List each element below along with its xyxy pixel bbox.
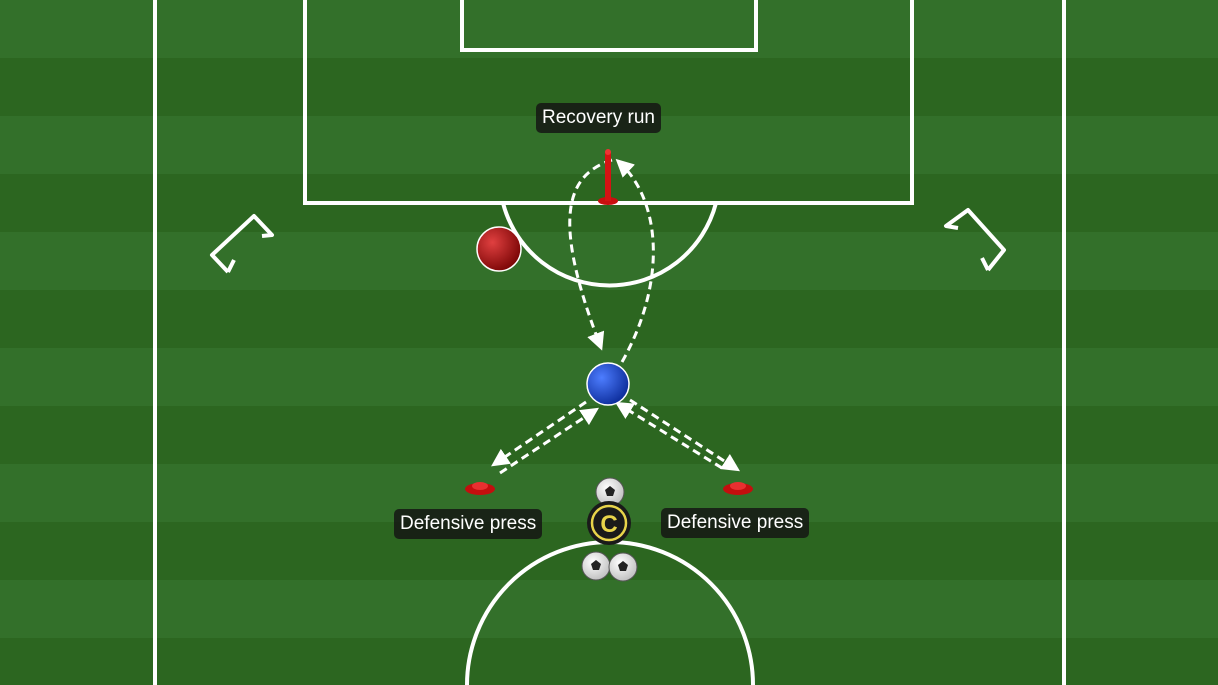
press-left-back-arrow: [499, 407, 600, 475]
cone-icon-left: [465, 482, 495, 495]
recovery-run-out-arrow: [568, 158, 613, 351]
press-right-out-arrow: [629, 398, 741, 472]
ball-icon-bottom-right: [608, 552, 638, 582]
recovery-run-back-arrow: [615, 158, 655, 363]
press-left-out-arrow: [491, 400, 587, 467]
cone-icon-right: [723, 482, 753, 495]
pole-icon: [598, 149, 618, 205]
rotate-arrow-left-icon: [210, 214, 274, 274]
press-right-back-arrow: [614, 401, 723, 470]
coach-icon: C: [587, 501, 631, 545]
movement-arrows: [491, 158, 741, 475]
attacker-player: [476, 226, 522, 272]
defender-player: [586, 362, 630, 406]
coach-letter: C: [600, 511, 617, 538]
rotate-arrow-right-icon: [944, 208, 1006, 272]
label-defensive-press-left: Defensive press: [394, 509, 543, 539]
ball-icon-top: [595, 477, 625, 507]
penalty-arc: [501, 202, 718, 288]
label-recovery-run: Recovery run: [536, 103, 661, 133]
ball-icon-bottom-left: [581, 551, 611, 581]
goal-box: [460, 0, 758, 52]
label-defensive-press-right: Defensive press: [661, 508, 810, 538]
